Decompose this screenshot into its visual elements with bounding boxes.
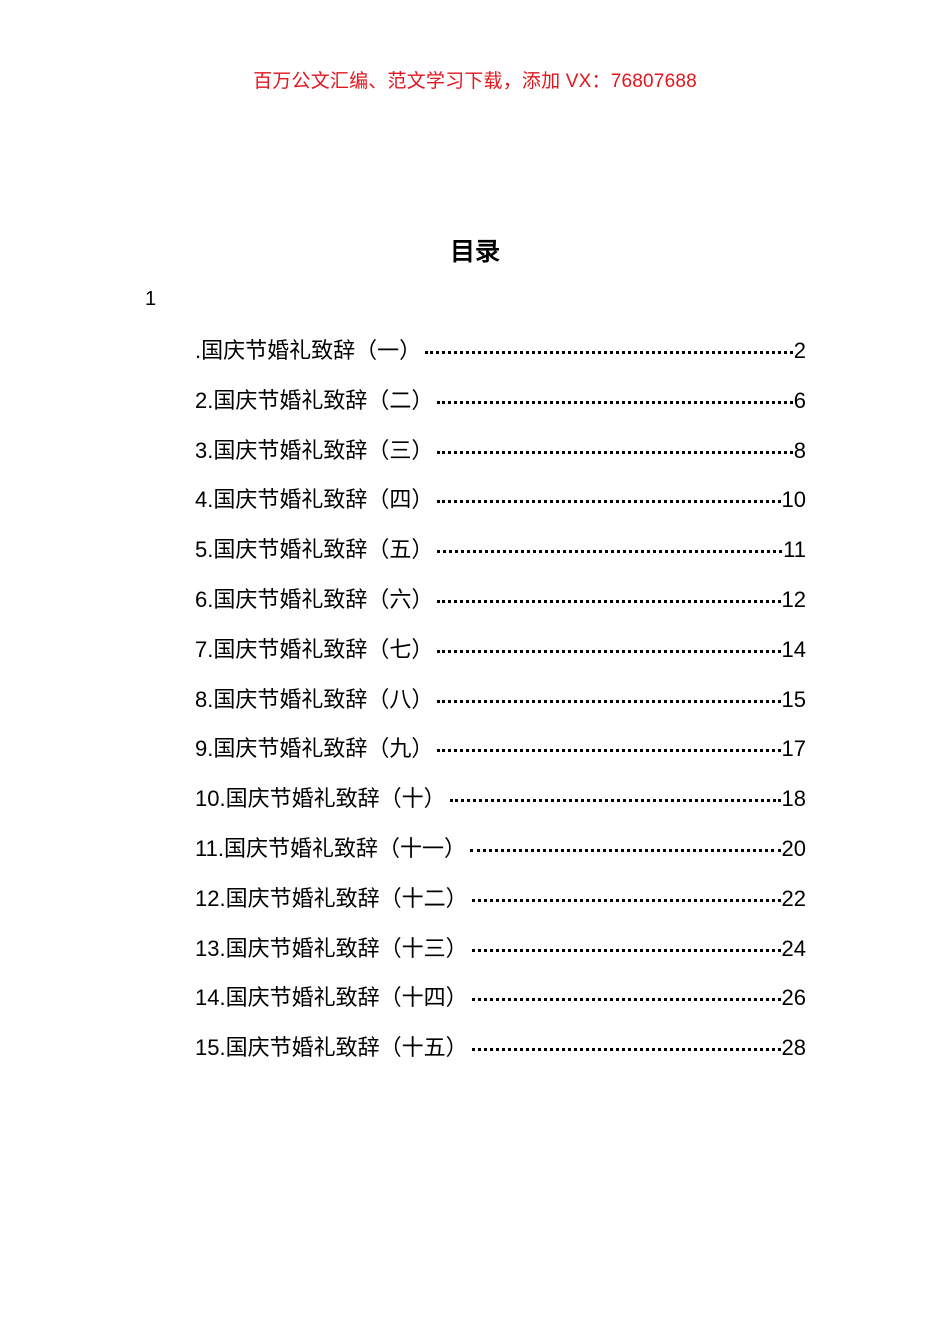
dot-leader xyxy=(437,526,783,554)
dot-leader xyxy=(437,676,781,703)
toc-entry-page: 26 xyxy=(781,985,806,1011)
toc-entry-label: 2.国庆节婚礼致辞（二） xyxy=(195,387,434,413)
toc-entry-page: 24 xyxy=(781,935,806,961)
toc-entry-page: 28 xyxy=(781,1035,806,1061)
toc-entry[interactable]: 6.国庆节婚礼致辞（六） 12 xyxy=(195,580,806,630)
header-banner: 百万公文汇编、范文学习下载，添加 VX：76807688 xyxy=(253,71,697,92)
dot-leader xyxy=(471,974,781,1002)
toc-entry[interactable]: 14.国庆节婚礼致辞（十四） 26 xyxy=(195,978,806,1028)
toc-entry[interactable]: 11.国庆节婚礼致辞（十一） 20 xyxy=(195,829,806,879)
toc-entry-label: 9.国庆节婚礼致辞（九） xyxy=(195,736,434,762)
toc-entry[interactable]: 3.国庆节婚礼致辞（三） 8 xyxy=(195,431,806,481)
toc-entry-label: 7.国庆节婚礼致辞（七） xyxy=(195,636,434,662)
dot-leader xyxy=(471,1024,781,1052)
toc-entry[interactable]: .国庆节婚礼致辞（一） 2 xyxy=(195,331,806,381)
toc-entry-label: 11.国庆节婚礼致辞（十一） xyxy=(195,835,466,861)
toc-entry[interactable]: 9.国庆节婚礼致辞（九） 17 xyxy=(195,729,806,779)
toc-entry[interactable]: 10.国庆节婚礼致辞（十） 18 xyxy=(195,779,806,829)
dot-leader xyxy=(471,925,781,952)
toc-entry-label: 5.国庆节婚礼致辞（五） xyxy=(195,537,434,563)
toc-entry-page: 15 xyxy=(781,686,806,712)
toc-entry-page: 12 xyxy=(781,586,806,612)
toc-entry-label: 15.国庆节婚礼致辞（十五） xyxy=(195,1035,468,1061)
toc-entry[interactable]: 4.国庆节婚礼致辞（四） 10 xyxy=(195,480,806,530)
dot-leader xyxy=(471,875,781,902)
toc-entry-label: 14.国庆节婚礼致辞（十四） xyxy=(195,985,468,1011)
toc-entry-label: 3.国庆节婚礼致辞（三） xyxy=(195,437,434,463)
dot-leader xyxy=(437,427,793,454)
dot-leader xyxy=(437,576,781,603)
toc-stray-number: 1 xyxy=(145,288,157,310)
toc-entry-label: 12.国庆节婚礼致辞（十二） xyxy=(195,885,468,911)
toc-entry-page: 14 xyxy=(781,636,806,662)
toc-entry[interactable]: 7.国庆节婚礼致辞（七） 14 xyxy=(195,630,806,680)
toc-entry-label: 13.国庆节婚礼致辞（十三） xyxy=(195,935,468,961)
dot-leader xyxy=(437,725,781,753)
dot-leader xyxy=(437,377,793,404)
toc-entry-page: 8 xyxy=(793,437,806,463)
dot-leader xyxy=(437,626,781,653)
toc-entry-page: 20 xyxy=(781,835,806,861)
toc-entry-label: 10.国庆节婚礼致辞（十） xyxy=(195,786,446,812)
toc-entry-page: 22 xyxy=(781,885,806,911)
toc-entry[interactable]: 15.国庆节婚礼致辞（十五） 28 xyxy=(195,1028,806,1078)
toc-entry-page: 18 xyxy=(781,786,806,812)
toc-entry[interactable]: 13.国庆节婚礼致辞（十三） 24 xyxy=(195,929,806,979)
dot-leader xyxy=(449,775,781,803)
toc-entry-label: 8.国庆节婚礼致辞（八） xyxy=(195,686,434,712)
toc-entry[interactable]: 8.国庆节婚礼致辞（八） 15 xyxy=(195,680,806,730)
dot-leader xyxy=(425,327,793,354)
toc-title: 目录 xyxy=(449,238,500,266)
toc-entry-page: 6 xyxy=(793,387,806,413)
toc-entry-label: .国庆节婚礼致辞（一） xyxy=(195,338,422,363)
toc-entry-page: 10 xyxy=(781,487,806,513)
toc-entry[interactable]: 5.国庆节婚礼致辞（五） 11 xyxy=(195,530,806,580)
toc-entry-page: 17 xyxy=(781,736,806,762)
toc-list: .国庆节婚礼致辞（一） 2 2.国庆节婚礼致辞（二） 6 3.国庆节婚礼致辞（三） 8… xyxy=(195,331,806,1078)
toc-entry[interactable]: 12.国庆节婚礼致辞（十二） 22 xyxy=(195,879,806,929)
toc-entry-label: 6.国庆节婚礼致辞（六） xyxy=(195,586,434,612)
dot-leader xyxy=(469,825,781,852)
toc-entry-page: 11 xyxy=(783,537,806,563)
toc-entry[interactable]: 2.国庆节婚礼致辞（二） 6 xyxy=(195,381,806,431)
toc-entry-label: 4.国庆节婚礼致辞（四） xyxy=(195,487,434,513)
toc-entry-page: 2 xyxy=(793,338,806,363)
dot-leader xyxy=(437,476,781,504)
